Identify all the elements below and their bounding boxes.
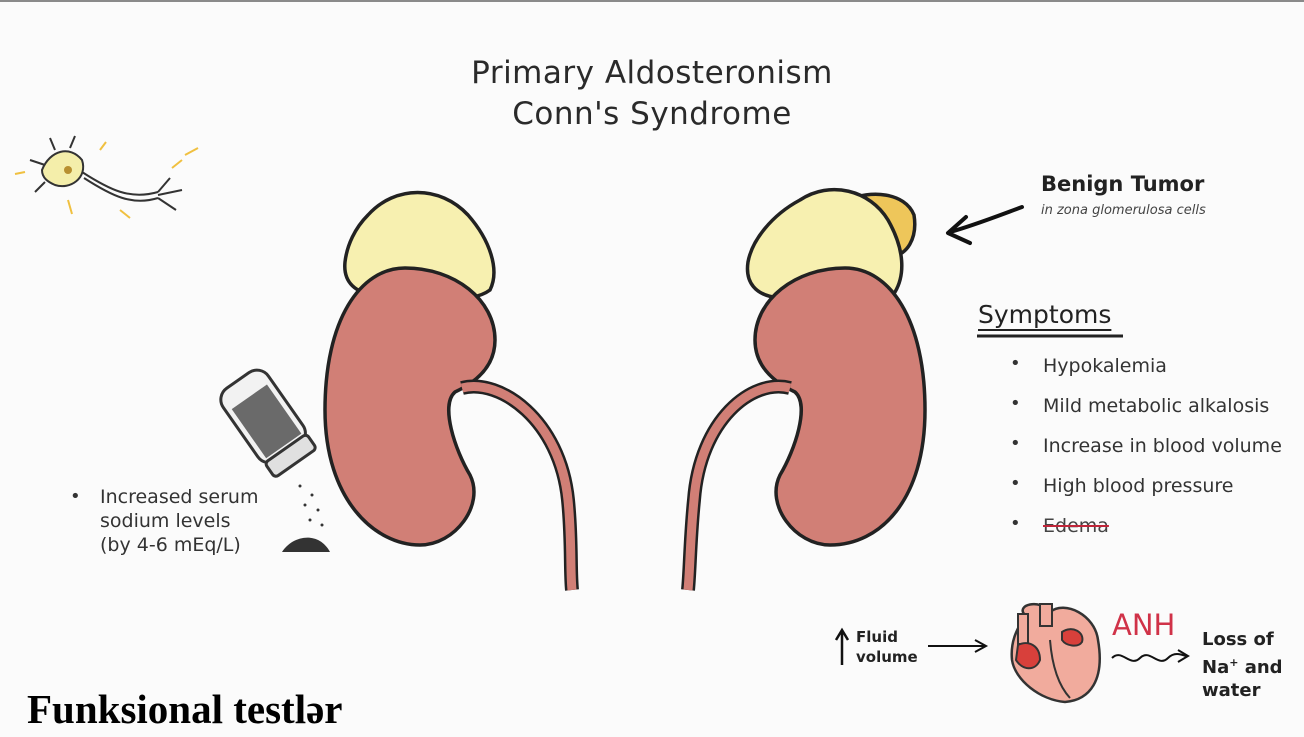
- symptom-item: Edema: [1010, 515, 1282, 555]
- symptom-item: Hypokalemia: [1010, 355, 1282, 395]
- symptom-blood-volume: Increase in blood volume: [1043, 435, 1282, 457]
- tumor-sublabel: in zona glomerulosa cells: [1041, 203, 1206, 218]
- left-ureter: [462, 387, 572, 590]
- sodium-note: Increased serum sodium levels (by 4-6 mE…: [70, 485, 300, 557]
- fluid-line-2: volume: [856, 648, 918, 666]
- loss-na: Na: [1202, 657, 1229, 678]
- right-kidney: [755, 268, 925, 545]
- sodium-line-2: sodium levels: [100, 510, 231, 532]
- right-arrow-icon: [928, 640, 986, 652]
- fluid-volume-label: Fluid volume: [856, 627, 918, 667]
- neuron-icon: [15, 136, 198, 218]
- sodium-item: Increased serum sodium levels (by 4-6 mE…: [70, 485, 300, 557]
- symptom-blood-pressure: High blood pressure: [1043, 475, 1233, 497]
- tumor-arrow-icon: [948, 207, 1022, 243]
- symptom-hypokalemia: Hypokalemia: [1043, 355, 1167, 377]
- symptom-item: Mild metabolic alkalosis: [1010, 395, 1282, 435]
- symptom-edema-struck: Edema: [1043, 515, 1109, 537]
- left-kidney: [325, 268, 495, 545]
- heart-icon: [1012, 604, 1100, 702]
- fluid-line-1: Fluid: [856, 628, 898, 646]
- caption: Funksional testlər: [27, 685, 343, 733]
- symptom-item: High blood pressure: [1010, 475, 1282, 515]
- loss-line-1: Loss of: [1202, 629, 1274, 650]
- loss-line-3: water: [1202, 680, 1260, 701]
- sodium-line-3: (by 4-6 mEq/L): [100, 534, 241, 556]
- symptoms-list: Hypokalemia Mild metabolic alkalosis Inc…: [1010, 355, 1282, 555]
- up-arrow-icon: [836, 630, 848, 665]
- sodium-line-1: Increased serum: [100, 486, 258, 508]
- loss-and: and: [1238, 657, 1282, 678]
- loss-label: Loss of Na+ and water: [1202, 628, 1283, 702]
- anh-label: ANH: [1112, 608, 1175, 642]
- symptom-item: Increase in blood volume: [1010, 435, 1282, 475]
- symptoms-heading: Symptoms: [978, 300, 1111, 329]
- squiggle-arrow-icon: [1112, 650, 1188, 662]
- tumor-label: Benign Tumor: [1041, 172, 1204, 196]
- symptom-alkalosis: Mild metabolic alkalosis: [1043, 395, 1269, 417]
